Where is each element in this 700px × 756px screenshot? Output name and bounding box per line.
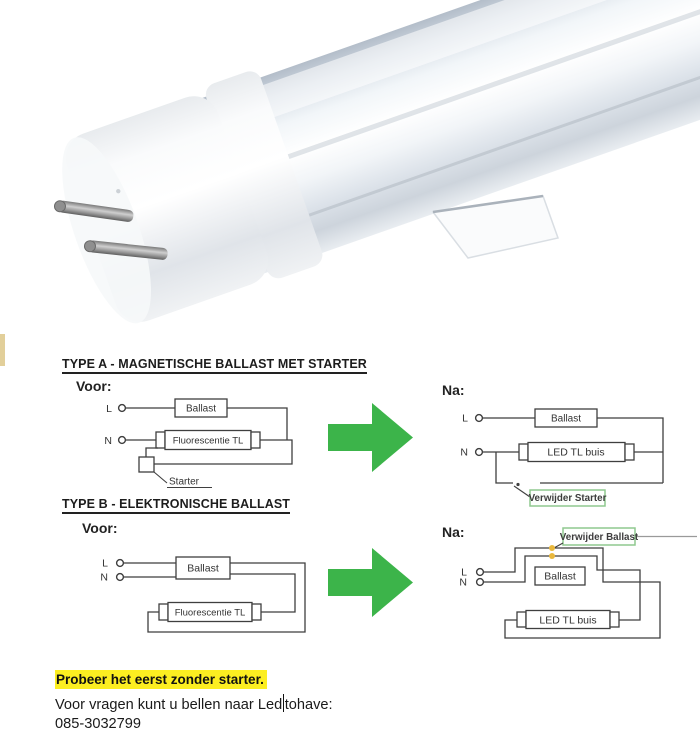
tab-edge-shadow <box>432 194 544 214</box>
live-terminal-label: L <box>102 558 108 570</box>
type-b-after-label: Na: <box>442 524 465 540</box>
starter-label: Starter <box>169 477 200 488</box>
ballast-box <box>534 566 586 586</box>
wire <box>597 417 664 483</box>
tube-pin-cap <box>516 611 527 628</box>
tube-label: Fluorescentie TL <box>175 608 246 619</box>
type-a-heading: TYPE A - MAGNETISCHE BALLAST MET STARTER <box>62 357 367 374</box>
green-arrow-icon <box>328 403 413 472</box>
type-b-before-label: Voor: <box>82 520 118 536</box>
contact-text-before-cursor: Voor vragen kunt u bellen naar Led <box>55 697 283 713</box>
remove-ballast-note: Verwijder Ballast <box>560 532 639 543</box>
neutral-terminal <box>475 577 485 587</box>
wire <box>154 439 293 465</box>
remove-ballast-note-box <box>562 527 636 546</box>
tube-body <box>111 0 700 305</box>
wire <box>230 573 296 613</box>
diagram-type-b-before: L N Ballast Fluorescentie TL <box>100 556 306 633</box>
remove-starter-note-box <box>529 489 606 507</box>
ballast-label: Ballast <box>544 571 576 583</box>
phone-number: 085-3032799 <box>55 716 142 732</box>
starter-box <box>138 456 155 473</box>
wire <box>147 562 306 633</box>
cut-point-dot <box>549 553 555 559</box>
contact-text-after-cursor: tohave: <box>284 697 333 713</box>
tube-label: Fluorescentie TL <box>173 436 244 447</box>
neutral-terminal-label: N <box>460 447 468 459</box>
tube-label: LED TL buis <box>547 447 604 459</box>
tube-label: LED TL buis <box>539 615 596 627</box>
wire <box>123 562 176 578</box>
pin-upper <box>53 200 134 222</box>
wire <box>483 555 641 621</box>
remove-starter-note: Verwijder Starter <box>529 493 607 504</box>
live-terminal-label: L <box>106 403 112 415</box>
neutral-terminal-label: N <box>100 572 108 584</box>
neutral-terminal <box>117 435 127 445</box>
tube-lower-seam <box>308 0 700 217</box>
live-terminal <box>115 558 125 568</box>
diagram-type-b-after: Verwijder Ballast L N Ballast LED TL bui… <box>459 527 697 639</box>
wire <box>495 452 513 484</box>
neutral-terminal-label: N <box>459 577 467 589</box>
live-terminal <box>474 413 484 423</box>
tube-pin-cap <box>518 443 529 461</box>
tube-pin-cap <box>624 443 635 461</box>
neutral-terminal <box>474 447 484 457</box>
type-a-before-label: Voor: <box>76 378 112 394</box>
ballast-label: Ballast <box>187 563 219 575</box>
ballast-box <box>175 556 231 580</box>
tube-pin-cap <box>251 603 262 621</box>
live-terminal-label: L <box>461 567 467 579</box>
cut-point-dot <box>549 545 555 551</box>
end-cap-face <box>62 137 152 324</box>
green-arrow-icon <box>328 548 413 617</box>
live-terminal <box>117 403 127 413</box>
live-terminal <box>475 567 485 577</box>
end-cap-collar <box>205 71 323 279</box>
note-pointer-line <box>513 485 531 498</box>
ballast-label: Ballast <box>186 404 216 415</box>
starter-pointer-line <box>153 471 168 484</box>
wiring-diagrams: L Ballast N Fluorescentie TL Starter L <box>100 398 697 639</box>
tube-pin-cap <box>158 603 169 621</box>
tube-highlight <box>112 0 700 171</box>
tube-pin-cap <box>609 611 620 628</box>
pin-lower <box>83 240 168 260</box>
tube-seam-line <box>287 0 700 160</box>
left-edge-mark <box>0 334 5 366</box>
tube-pin-cap <box>155 431 166 449</box>
diagram-type-a-before: L Ballast N Fluorescentie TL Starter <box>104 398 293 489</box>
ballast-label: Ballast <box>551 414 581 425</box>
tube-pin-cap <box>250 431 261 449</box>
wire <box>483 547 661 639</box>
text-cursor <box>282 694 285 712</box>
diagram-type-a-after: L Ballast N LED TL buis Verwijder Starte… <box>460 408 664 507</box>
wire <box>227 407 288 440</box>
highlighted-advice-text: Probeer het eerst zonder starter. <box>55 670 267 689</box>
led-tube-product-photo <box>53 0 700 324</box>
cut-point-dot <box>516 482 520 487</box>
tube-body-group <box>62 0 700 324</box>
neutral-terminal-label: N <box>104 435 112 447</box>
cap-hole <box>116 188 121 194</box>
neutral-terminal <box>115 572 125 582</box>
live-terminal-label: L <box>462 413 468 425</box>
type-a-after-label: Na: <box>442 382 465 398</box>
wire <box>145 447 158 457</box>
type-b-heading: TYPE B - ELEKTRONISCHE BALLAST <box>62 497 291 514</box>
